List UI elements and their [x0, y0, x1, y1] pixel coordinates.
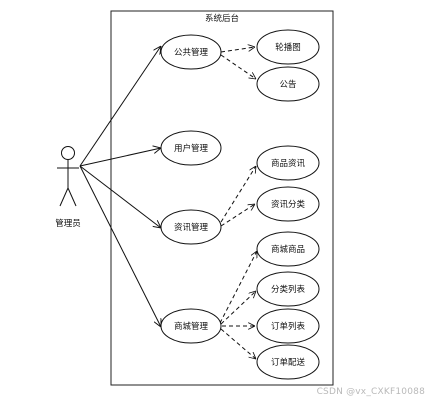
use-case-user: 用户管理	[160, 130, 222, 166]
sub-use-case-notice: 公告	[256, 66, 320, 102]
include-mall-category-list	[220, 291, 256, 325]
assoc-mall	[79, 165, 161, 327]
sub-use-case-category-list: 分类列表	[256, 271, 320, 307]
include-info-goods-news	[220, 166, 256, 223]
sub-use-case-delivery: 订单配送	[256, 344, 320, 380]
system-title: 系统后台	[205, 13, 239, 24]
actor-leg-left	[59, 187, 69, 207]
sub-use-case-carousel-label: 轮播图	[275, 42, 301, 53]
sub-use-case-order-list-label: 订单列表	[271, 321, 306, 332]
include-public-notice	[220, 54, 256, 79]
assoc-user	[79, 148, 161, 167]
use-case-public-label: 公共管理	[174, 47, 209, 58]
include-links	[219, 47, 258, 359]
sub-use-case-goods-news: 商品资讯	[256, 145, 320, 181]
sub-use-case-goods-news-oval	[256, 145, 320, 181]
actor-label: 管理员	[55, 218, 81, 229]
sub-use-case-info-category-label: 资讯分类	[271, 199, 306, 210]
assoc-info	[79, 165, 161, 228]
sub-use-case-mall-goods-label: 商城商品	[271, 244, 305, 255]
actor-admin	[57, 146, 79, 207]
sub-use-case-notice-label: 公告	[279, 79, 296, 90]
sub-use-case-category-list-oval	[256, 271, 320, 307]
use-case-mall-label: 商城管理	[174, 321, 209, 332]
actor-leg-right	[67, 187, 77, 207]
sub-use-case-mall-goods: 商城商品	[256, 231, 320, 267]
sub-use-case-info-category-oval	[256, 186, 320, 222]
sub-use-case-info-category: 资讯分类	[256, 186, 320, 222]
assoc-public	[79, 46, 161, 167]
sub-use-case-delivery-oval	[256, 344, 320, 380]
watermark: CSDN @vx_CXKF10088	[316, 387, 425, 397]
include-mall-goods	[219, 251, 258, 324]
sub-use-case-category-list-label: 分类列表	[271, 284, 306, 295]
use-case-info-label: 资讯管理	[174, 222, 209, 233]
sub-use-case-goods-news-label: 商品资讯	[271, 158, 306, 169]
use-case-info-oval	[160, 209, 222, 245]
actor-head	[61, 146, 75, 160]
system-boundary	[110, 10, 334, 386]
include-public-carousel	[220, 47, 255, 53]
sub-use-case-delivery-label: 订单配送	[271, 357, 306, 368]
use-case-user-oval	[160, 130, 222, 166]
use-case-public: 公共管理	[160, 34, 222, 70]
use-case-public-oval	[160, 34, 222, 70]
include-mall-delivery	[220, 328, 256, 359]
use-case-user-label: 用户管理	[174, 143, 209, 154]
use-case-info: 资讯管理	[160, 209, 222, 245]
use-case-mall-oval	[160, 308, 222, 344]
use-case-mall: 商城管理	[160, 308, 222, 344]
include-info-category	[220, 204, 255, 227]
sub-use-case-carousel-oval	[256, 29, 320, 65]
sub-use-case-order-list: 订单列表	[256, 308, 320, 344]
sub-use-case-mall-goods-oval	[256, 231, 320, 267]
sub-use-case-order-list-oval	[256, 308, 320, 344]
sub-use-case-carousel: 轮播图	[256, 29, 320, 65]
sub-use-case-notice-oval	[256, 66, 320, 102]
